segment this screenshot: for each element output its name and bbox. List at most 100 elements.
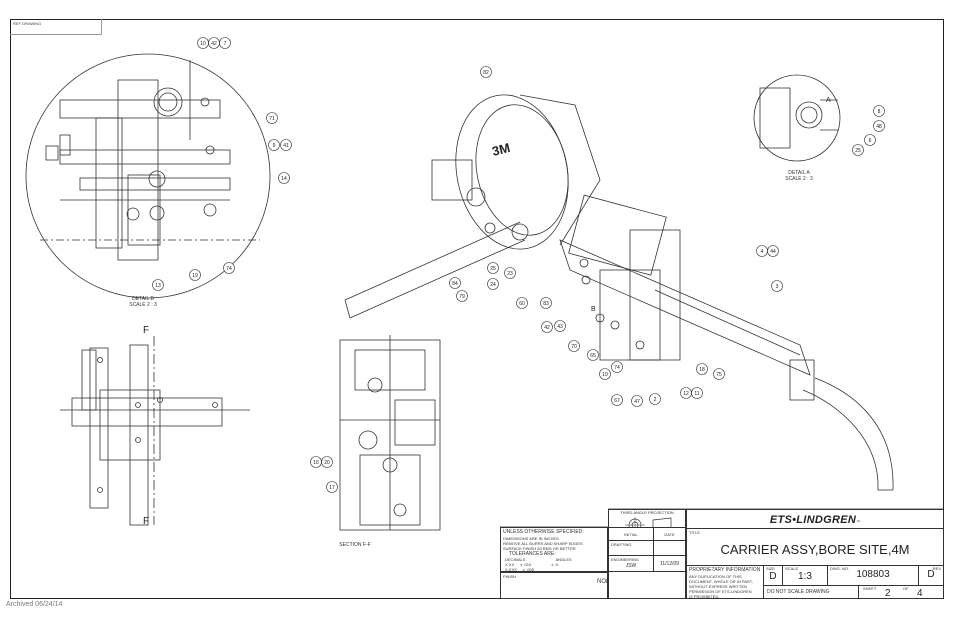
callout-bubble bbox=[278, 172, 290, 184]
section-ff-view bbox=[339, 335, 441, 531]
callout-number: 60 bbox=[519, 301, 525, 307]
date-header: DATE bbox=[664, 532, 675, 537]
callout-number: 20 bbox=[324, 460, 330, 466]
callout-number: 47 bbox=[634, 399, 640, 405]
callout-number: 75 bbox=[716, 372, 722, 378]
callout-number: 71 bbox=[269, 116, 275, 122]
callout-bubble bbox=[599, 368, 611, 380]
company-logo-cell: ETS•LINDGREN™ An ESCO Technologies Compa… bbox=[686, 509, 944, 533]
callout-number: 2 bbox=[654, 397, 657, 403]
detail-a-view bbox=[753, 74, 841, 162]
callout-number: 79 bbox=[459, 294, 465, 300]
callout-number: 65 bbox=[590, 353, 596, 359]
detail-a-marker: B bbox=[591, 306, 596, 313]
callout-number: 43 bbox=[557, 324, 563, 330]
callout-bubble bbox=[487, 278, 499, 290]
tolerance-notes: UNLESS OTHERWISE SPECIFIED: DIMENSIONS A… bbox=[500, 527, 608, 572]
engineer-initials: JSW bbox=[625, 563, 637, 569]
callout-number: 82 bbox=[483, 70, 489, 76]
callout-number: 17 bbox=[329, 485, 335, 491]
callout-number: 6 bbox=[869, 138, 872, 144]
callout-bubble bbox=[516, 297, 528, 309]
callout-number: 8 bbox=[878, 109, 881, 115]
proprietary-cell: PROPRIETARY INFORMATION ANY DUPLICATION … bbox=[686, 565, 764, 599]
callout-number: 12 bbox=[683, 391, 689, 397]
callout-number: 13 bbox=[155, 283, 161, 289]
callout-number: 19 bbox=[602, 372, 608, 378]
callout-number: 42 bbox=[544, 325, 550, 331]
sheet-total: 4 bbox=[917, 588, 923, 599]
company-logo: ETS•LINDGREN bbox=[769, 514, 857, 526]
ref-drawing-label: REF DRAWING bbox=[10, 19, 102, 35]
callout-bubble bbox=[554, 320, 566, 332]
callout-number: 25 bbox=[855, 148, 861, 154]
callout-bubble bbox=[266, 112, 278, 124]
drafting-label: DRAFTING bbox=[611, 542, 632, 547]
callout-bubble bbox=[691, 387, 703, 399]
callout-bubble bbox=[587, 349, 599, 361]
callout-bubble bbox=[219, 37, 231, 49]
drawing-number: 108803 bbox=[856, 569, 890, 580]
callout-bubble bbox=[540, 297, 552, 309]
callout-bubble bbox=[280, 139, 292, 151]
callout-bubble bbox=[873, 120, 885, 132]
callout-number: 16 bbox=[313, 460, 319, 466]
callout-bubble bbox=[568, 340, 580, 352]
callout-bubble bbox=[321, 456, 333, 468]
callout-bubble bbox=[456, 290, 468, 302]
drawing-sheet-border bbox=[10, 19, 944, 599]
callout-number: 74 bbox=[226, 266, 232, 272]
initial-header: INITIAL bbox=[624, 532, 638, 537]
detail-a-marker-a: A bbox=[826, 97, 831, 104]
main-assembly-view bbox=[344, 94, 894, 491]
callout-number: 10 bbox=[200, 41, 206, 47]
title-cell: TITLE CARRIER ASSY,BORE SITE,4M bbox=[686, 528, 944, 566]
detail-b-view bbox=[25, 53, 271, 299]
callout-number: 23 bbox=[507, 271, 513, 277]
engineer-date: 11/12/09 bbox=[659, 561, 680, 567]
callout-number: 84 bbox=[452, 281, 458, 287]
callout-bubble bbox=[771, 280, 783, 292]
callout-number: 25 bbox=[490, 266, 496, 272]
callout-bubble bbox=[611, 361, 623, 373]
callout-bubble bbox=[852, 144, 864, 156]
scale-value: 1:3 bbox=[798, 571, 812, 582]
callout-number: 44 bbox=[770, 249, 776, 255]
callout-number: 9 bbox=[273, 143, 276, 149]
callout-number: 48 bbox=[876, 124, 882, 130]
callout-bubble bbox=[268, 139, 280, 151]
callout-bubble bbox=[541, 321, 553, 333]
callout-bubble bbox=[713, 368, 725, 380]
callout-bubble bbox=[864, 134, 876, 146]
callout-number: 14 bbox=[281, 176, 287, 182]
do-not-scale-note: DO NOT SCALE DRAWING bbox=[767, 589, 830, 595]
callout-bubble bbox=[152, 279, 164, 291]
finish-cell: FINISH NONE bbox=[500, 572, 614, 599]
callout-number: 7 bbox=[224, 41, 227, 47]
callout-bubble bbox=[767, 245, 779, 257]
callout-number: 11 bbox=[694, 391, 699, 397]
callout-number: 4 bbox=[761, 249, 764, 255]
callout-bubble bbox=[611, 394, 623, 406]
sheet-cell: SHEET 2 OF 4 bbox=[858, 585, 944, 599]
callout-number: 74 bbox=[614, 365, 620, 371]
callout-number: 83 bbox=[543, 301, 549, 307]
callout-bubble bbox=[873, 105, 885, 117]
archived-date: Archived 06/24/14 bbox=[6, 601, 63, 608]
callout-bubble bbox=[649, 393, 661, 405]
callout-bubble bbox=[189, 269, 201, 281]
callout-number: 41 bbox=[283, 143, 289, 149]
callout-bubble bbox=[487, 262, 499, 274]
section-cut-letter-bottom: F bbox=[143, 516, 150, 527]
size-value: D bbox=[769, 571, 777, 582]
section-cut-letter-top: F bbox=[143, 325, 150, 336]
callout-number: 18 bbox=[699, 367, 705, 373]
callout-number: 19 bbox=[192, 273, 198, 279]
sheet-number: 2 bbox=[885, 588, 891, 599]
callout-bubble bbox=[223, 262, 235, 274]
side-view-left bbox=[60, 336, 250, 526]
callout-bubble bbox=[480, 66, 492, 78]
